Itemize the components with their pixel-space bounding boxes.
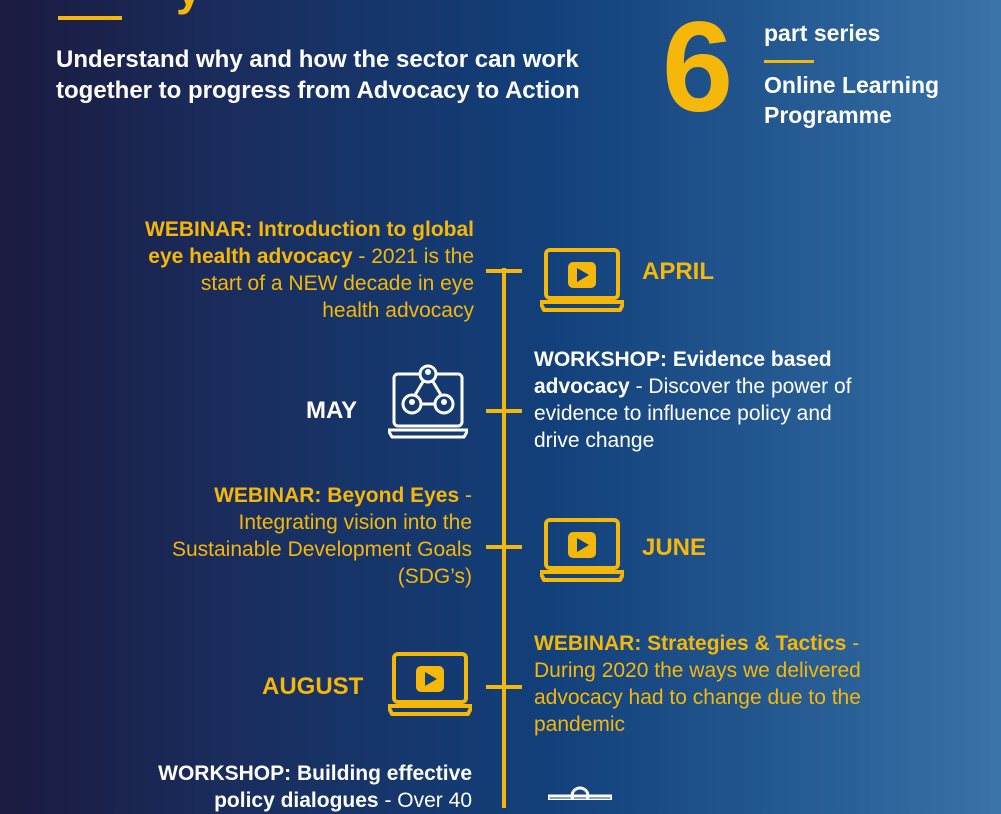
month-label: AUGUST: [262, 673, 364, 700]
entry-kind: WORKSHOP:: [158, 762, 292, 785]
entry-kind: WEBINAR:: [145, 218, 253, 241]
entry-description: Integrating vision into the Sustainable …: [171, 511, 472, 588]
timeline-entry-april: WEBINAR: Introduction to global eye heal…: [140, 216, 474, 324]
entry-kind: WEBINAR:: [534, 632, 642, 655]
entry-topic: Strategies & Tactics: [647, 632, 847, 655]
timeline-entry-workshop: WORKSHOP: Building effective policy dial…: [150, 760, 472, 814]
title-underline: [58, 16, 122, 20]
title-fragment: y: [176, 0, 202, 12]
series-divider: [764, 60, 814, 63]
timeline-tick: [486, 545, 522, 549]
entry-description: During 2020 the ways we delivered advoca…: [534, 659, 861, 736]
laptop-play-icon: [540, 248, 624, 312]
timeline-entry-august: WEBINAR: Strategies & Tactics - During 2…: [534, 630, 874, 738]
programme-label: Online Learning Programme: [764, 72, 940, 128]
month-label: MAY: [306, 397, 358, 424]
entry-description: Over 40: [397, 789, 472, 812]
timeline-tick: [486, 409, 522, 413]
timeline-entry-may: WORKSHOP: Evidence based advocacy - Disc…: [534, 346, 874, 454]
month-label: JUNE: [642, 534, 707, 561]
series-label: part series: [764, 20, 881, 46]
entry-separator: -: [352, 245, 366, 268]
laptop-play-icon: [540, 518, 624, 582]
entry-separator: -: [846, 632, 860, 655]
entry-topic: Evidence based advocacy: [534, 348, 832, 398]
entry-description: 2021 is the start of a NEW decade in eye…: [200, 245, 474, 322]
entry-separator: -: [378, 789, 392, 812]
laptop-network-icon: [548, 786, 612, 800]
timeline-axis: [502, 268, 506, 808]
entry-kind: WEBINAR:: [214, 484, 322, 507]
series-number: 6: [662, 0, 734, 139]
entry-description: Discover the power of evidence to influe…: [534, 375, 852, 452]
entry-topic: Introduction to global eye health advoca…: [148, 218, 474, 268]
timeline-entry-june: WEBINAR: Beyond Eyes - Integrating visio…: [170, 482, 472, 590]
entry-kind: WORKSHOP:: [534, 348, 667, 371]
laptop-network-icon: [388, 364, 468, 439]
month-label: APRIL: [642, 258, 714, 285]
entry-separator: -: [629, 375, 643, 398]
laptop-play-icon: [388, 652, 472, 716]
timeline-tick: [486, 685, 522, 689]
entry-separator: -: [459, 484, 472, 507]
timeline-tick: [486, 269, 522, 273]
subtitle: Understand why and how the sector can wo…: [56, 46, 580, 104]
entry-topic: Beyond Eyes: [327, 484, 460, 507]
